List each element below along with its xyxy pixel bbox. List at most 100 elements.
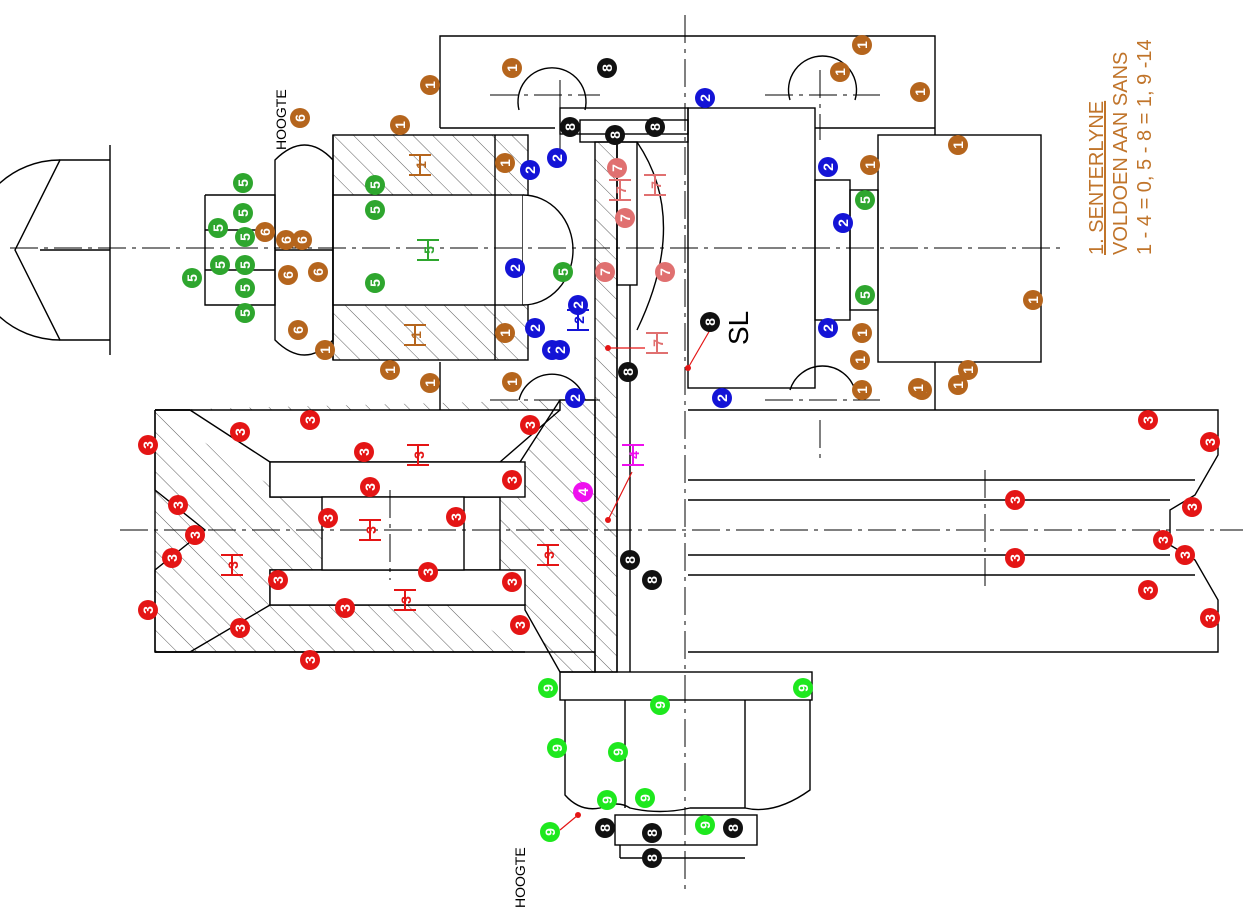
callout-marker-3: 3 <box>300 650 320 670</box>
height-dimension-3: 3 <box>359 519 381 541</box>
callout-marker-3: 3 <box>138 435 158 455</box>
height-dimension-number: 7 <box>613 186 629 194</box>
svg-text:3: 3 <box>337 604 353 612</box>
height-dimension-5: 5 <box>417 239 439 261</box>
callout-marker-9: 9 <box>635 788 655 808</box>
callout-marker-6: 6 <box>255 222 275 242</box>
callout-marker-1: 1 <box>390 115 410 135</box>
height-dimension-number: 1 <box>413 161 429 169</box>
callout-marker-4: 4 <box>573 482 593 502</box>
svg-text:1: 1 <box>910 384 926 392</box>
svg-text:1: 1 <box>832 68 848 76</box>
svg-text:1: 1 <box>960 366 976 374</box>
callout-marker-5: 5 <box>233 203 253 223</box>
svg-text:2: 2 <box>820 324 836 332</box>
callout-marker-1: 1 <box>502 372 522 392</box>
callout-marker-1: 1 <box>495 323 515 343</box>
svg-text:8: 8 <box>725 824 741 832</box>
svg-text:2: 2 <box>697 94 713 102</box>
lower-yoke <box>154 399 596 673</box>
callout-marker-8: 8 <box>700 312 720 332</box>
height-dimension-2: 2 <box>567 309 589 331</box>
callout-marker-2: 2 <box>818 318 838 338</box>
svg-text:3: 3 <box>420 568 436 576</box>
svg-text:3: 3 <box>1202 438 1218 446</box>
callout-marker-3: 3 <box>168 495 188 515</box>
callout-marker-3: 3 <box>1005 490 1025 510</box>
svg-text:5: 5 <box>237 309 253 317</box>
svg-text:5: 5 <box>184 274 200 282</box>
callout-marker-1: 1 <box>908 378 928 398</box>
svg-text:9: 9 <box>637 794 653 802</box>
svg-text:2: 2 <box>549 154 565 162</box>
svg-text:1: 1 <box>382 366 398 374</box>
callout-marker-8: 8 <box>723 818 743 838</box>
svg-text:6: 6 <box>310 268 326 276</box>
callout-marker-1: 1 <box>852 323 872 343</box>
callout-marker-1: 1 <box>948 135 968 155</box>
callout-marker-9: 9 <box>793 678 813 698</box>
callout-marker-3: 3 <box>138 600 158 620</box>
svg-text:3: 3 <box>232 428 248 436</box>
svg-text:5: 5 <box>367 279 383 287</box>
hoogte-label-top: HOOGTE <box>273 89 289 150</box>
svg-text:3: 3 <box>302 656 318 664</box>
svg-text:8: 8 <box>607 131 623 139</box>
callout-marker-5: 5 <box>855 285 875 305</box>
height-dimension-3: 3 <box>394 589 416 611</box>
svg-text:5: 5 <box>555 268 571 276</box>
lower-right-body <box>688 409 1219 653</box>
svg-text:4: 4 <box>575 488 591 496</box>
svg-text:3: 3 <box>187 531 203 539</box>
note-line-1: 1. SENTERLYNE <box>1086 101 1108 255</box>
callout-marker-6: 6 <box>290 108 310 128</box>
svg-text:3: 3 <box>140 441 156 449</box>
callout-marker-3: 3 <box>510 615 530 635</box>
leader-dots <box>575 345 691 818</box>
height-dimension-number: 1 <box>408 331 424 339</box>
svg-text:8: 8 <box>644 854 660 862</box>
svg-text:5: 5 <box>212 261 228 269</box>
height-dimension-number: 3 <box>411 451 427 459</box>
svg-text:5: 5 <box>237 284 253 292</box>
callout-marker-8: 8 <box>597 58 617 78</box>
svg-text:1: 1 <box>497 329 513 337</box>
svg-text:5: 5 <box>237 233 253 241</box>
svg-text:5: 5 <box>237 261 253 269</box>
svg-text:7: 7 <box>609 164 625 172</box>
height-dimension-number: 7 <box>648 181 664 189</box>
callout-marker-1: 1 <box>850 350 870 370</box>
svg-text:3: 3 <box>270 576 286 584</box>
callout-marker-8: 8 <box>605 125 625 145</box>
svg-text:1: 1 <box>504 378 520 386</box>
svg-text:9: 9 <box>652 701 668 709</box>
svg-text:9: 9 <box>795 684 811 692</box>
svg-text:3: 3 <box>362 483 378 491</box>
svg-text:3: 3 <box>1007 554 1023 562</box>
callout-marker-8: 8 <box>618 362 638 382</box>
svg-text:1: 1 <box>854 41 870 49</box>
height-dimension-number: 3 <box>225 561 241 569</box>
callout-marker-2: 2 <box>695 88 715 108</box>
svg-text:1: 1 <box>852 356 868 364</box>
height-dimension-number: 3 <box>363 526 379 534</box>
svg-text:3: 3 <box>356 448 372 456</box>
callout-marker-6: 6 <box>308 262 328 282</box>
callout-marker-1: 1 <box>1023 290 1043 310</box>
callout-marker-7: 7 <box>595 262 615 282</box>
height-dimension-1: 1 <box>409 154 431 176</box>
callout-marker-2: 2 <box>565 388 585 408</box>
callout-marker-1: 1 <box>495 153 515 173</box>
svg-text:3: 3 <box>1184 503 1200 511</box>
svg-text:2: 2 <box>552 346 568 354</box>
callout-marker-2: 2 <box>818 157 838 177</box>
callout-marker-3: 3 <box>335 598 355 618</box>
height-dimension-4: 4 <box>622 444 644 466</box>
callout-marker-3: 3 <box>1200 608 1220 628</box>
svg-text:1: 1 <box>950 381 966 389</box>
callout-marker-3: 3 <box>1153 530 1173 550</box>
callout-marker-3: 3 <box>1200 432 1220 452</box>
part-outlines <box>0 35 1219 859</box>
callout-marker-3: 3 <box>1175 545 1195 565</box>
